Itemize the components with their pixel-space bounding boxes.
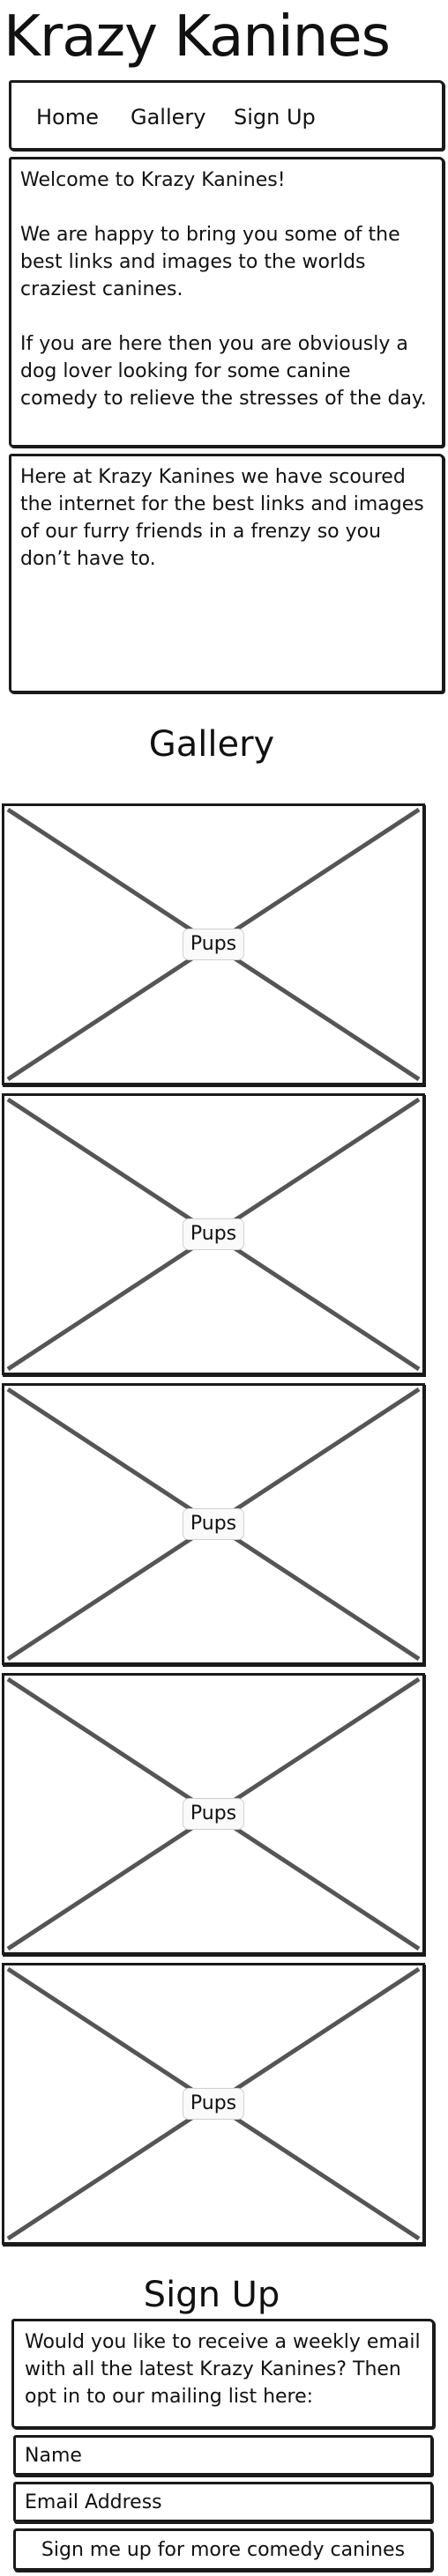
gallery-image-placeholder[interactable]: Pups <box>2 1093 425 1375</box>
gallery-image-placeholder[interactable]: Pups <box>2 803 425 1085</box>
navbar: Home Gallery Sign Up <box>9 80 444 151</box>
nav-gallery-link[interactable]: Gallery <box>131 105 206 130</box>
signup-heading: Sign Up <box>143 2275 280 2315</box>
signup-submit-button[interactable]: Sign me up for more comedy canines <box>13 2528 433 2571</box>
welcome-box: Welcome to Krazy Kanines! We are happy t… <box>9 157 444 448</box>
email-input[interactable] <box>13 2482 433 2522</box>
gallery-image-placeholder[interactable]: Pups <box>2 1383 425 1665</box>
gallery-heading: Gallery <box>148 724 275 765</box>
welcome-greeting: Welcome to Krazy Kanines! <box>20 169 286 191</box>
gallery-image-caption: Pups <box>182 2088 245 2120</box>
welcome-paragraph: We are happy to bring you some of the be… <box>20 224 400 300</box>
intro-text: Here at Krazy Kanines we have scoured th… <box>20 466 424 570</box>
gallery-image-caption: Pups <box>182 1798 245 1830</box>
signup-prompt-text: Would you like to receive a weekly email… <box>25 2331 421 2408</box>
gallery-image-caption: Pups <box>182 929 245 960</box>
intro-box: Here at Krazy Kanines we have scoured th… <box>9 454 444 693</box>
gallery-image-caption: Pups <box>182 1218 245 1250</box>
nav-signup-link[interactable]: Sign Up <box>234 105 316 130</box>
site-title: Krazy Kanines <box>4 4 391 70</box>
gallery-image-caption: Pups <box>182 1508 245 1540</box>
welcome-paragraph: If you are here then you are obviously a… <box>20 333 427 410</box>
name-input[interactable] <box>13 2435 433 2476</box>
nav-home-link[interactable]: Home <box>36 105 99 130</box>
gallery-image-placeholder[interactable]: Pups <box>2 1963 425 2245</box>
gallery-image-placeholder[interactable]: Pups <box>2 1673 425 1955</box>
signup-prompt-box: Would you like to receive a weekly email… <box>11 2319 435 2429</box>
